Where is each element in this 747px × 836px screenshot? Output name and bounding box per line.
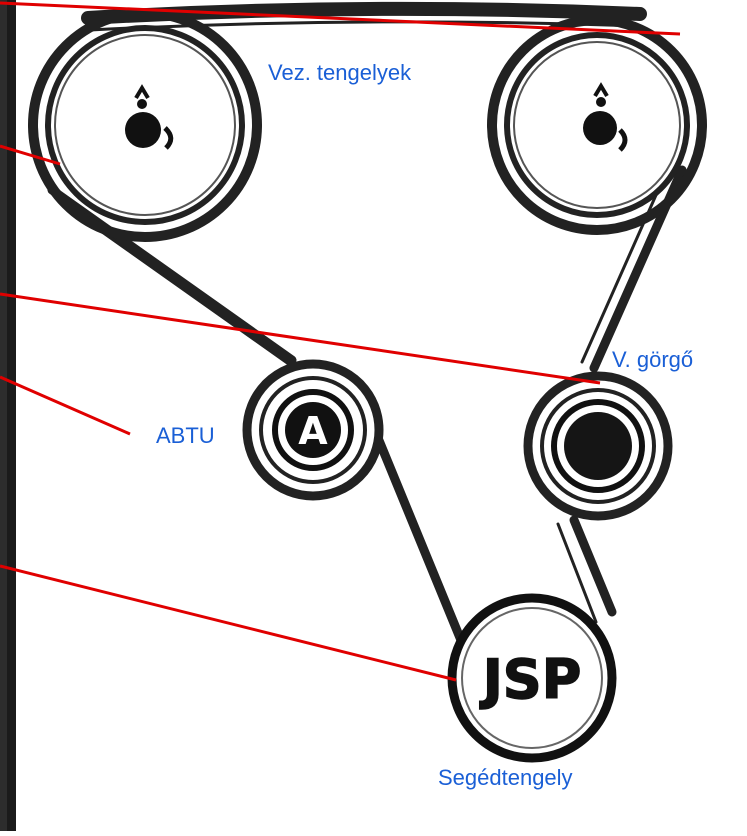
- label-tensioner: ABTU: [156, 423, 215, 448]
- label-guide-roller: V. görgő: [612, 347, 694, 372]
- pointer-lines: [0, 1, 681, 682]
- belt-tensioner-to-jsp: [373, 433, 470, 655]
- belt-roller-to-jsp: [569, 515, 617, 617]
- auxiliary-pulley: [447, 593, 617, 763]
- tensioner-mark: A: [298, 409, 328, 453]
- tensioner-pulley: [242, 359, 384, 501]
- label-drive-shafts: Vez. tengelyek: [268, 60, 412, 85]
- belt-roller-to-jsp-edge: [556, 522, 598, 624]
- pointer-line-tensioner: [0, 375, 131, 436]
- right-drive-pulley: [487, 15, 707, 235]
- pointer-line-left-pulley: [0, 144, 61, 166]
- pointer-line-top: [0, 1, 681, 36]
- left-drive-pulley: [28, 8, 262, 242]
- pointer-line-guide-roller: [0, 292, 601, 385]
- guide-roller: [523, 371, 673, 521]
- auxiliary-mark: JSP: [479, 648, 582, 711]
- label-auxiliary-shaft: Segédtengely: [438, 765, 573, 790]
- belt-right-edge: [580, 166, 670, 364]
- pointer-line-auxiliary: [0, 564, 457, 682]
- left-photo-strip-shade: [0, 0, 7, 831]
